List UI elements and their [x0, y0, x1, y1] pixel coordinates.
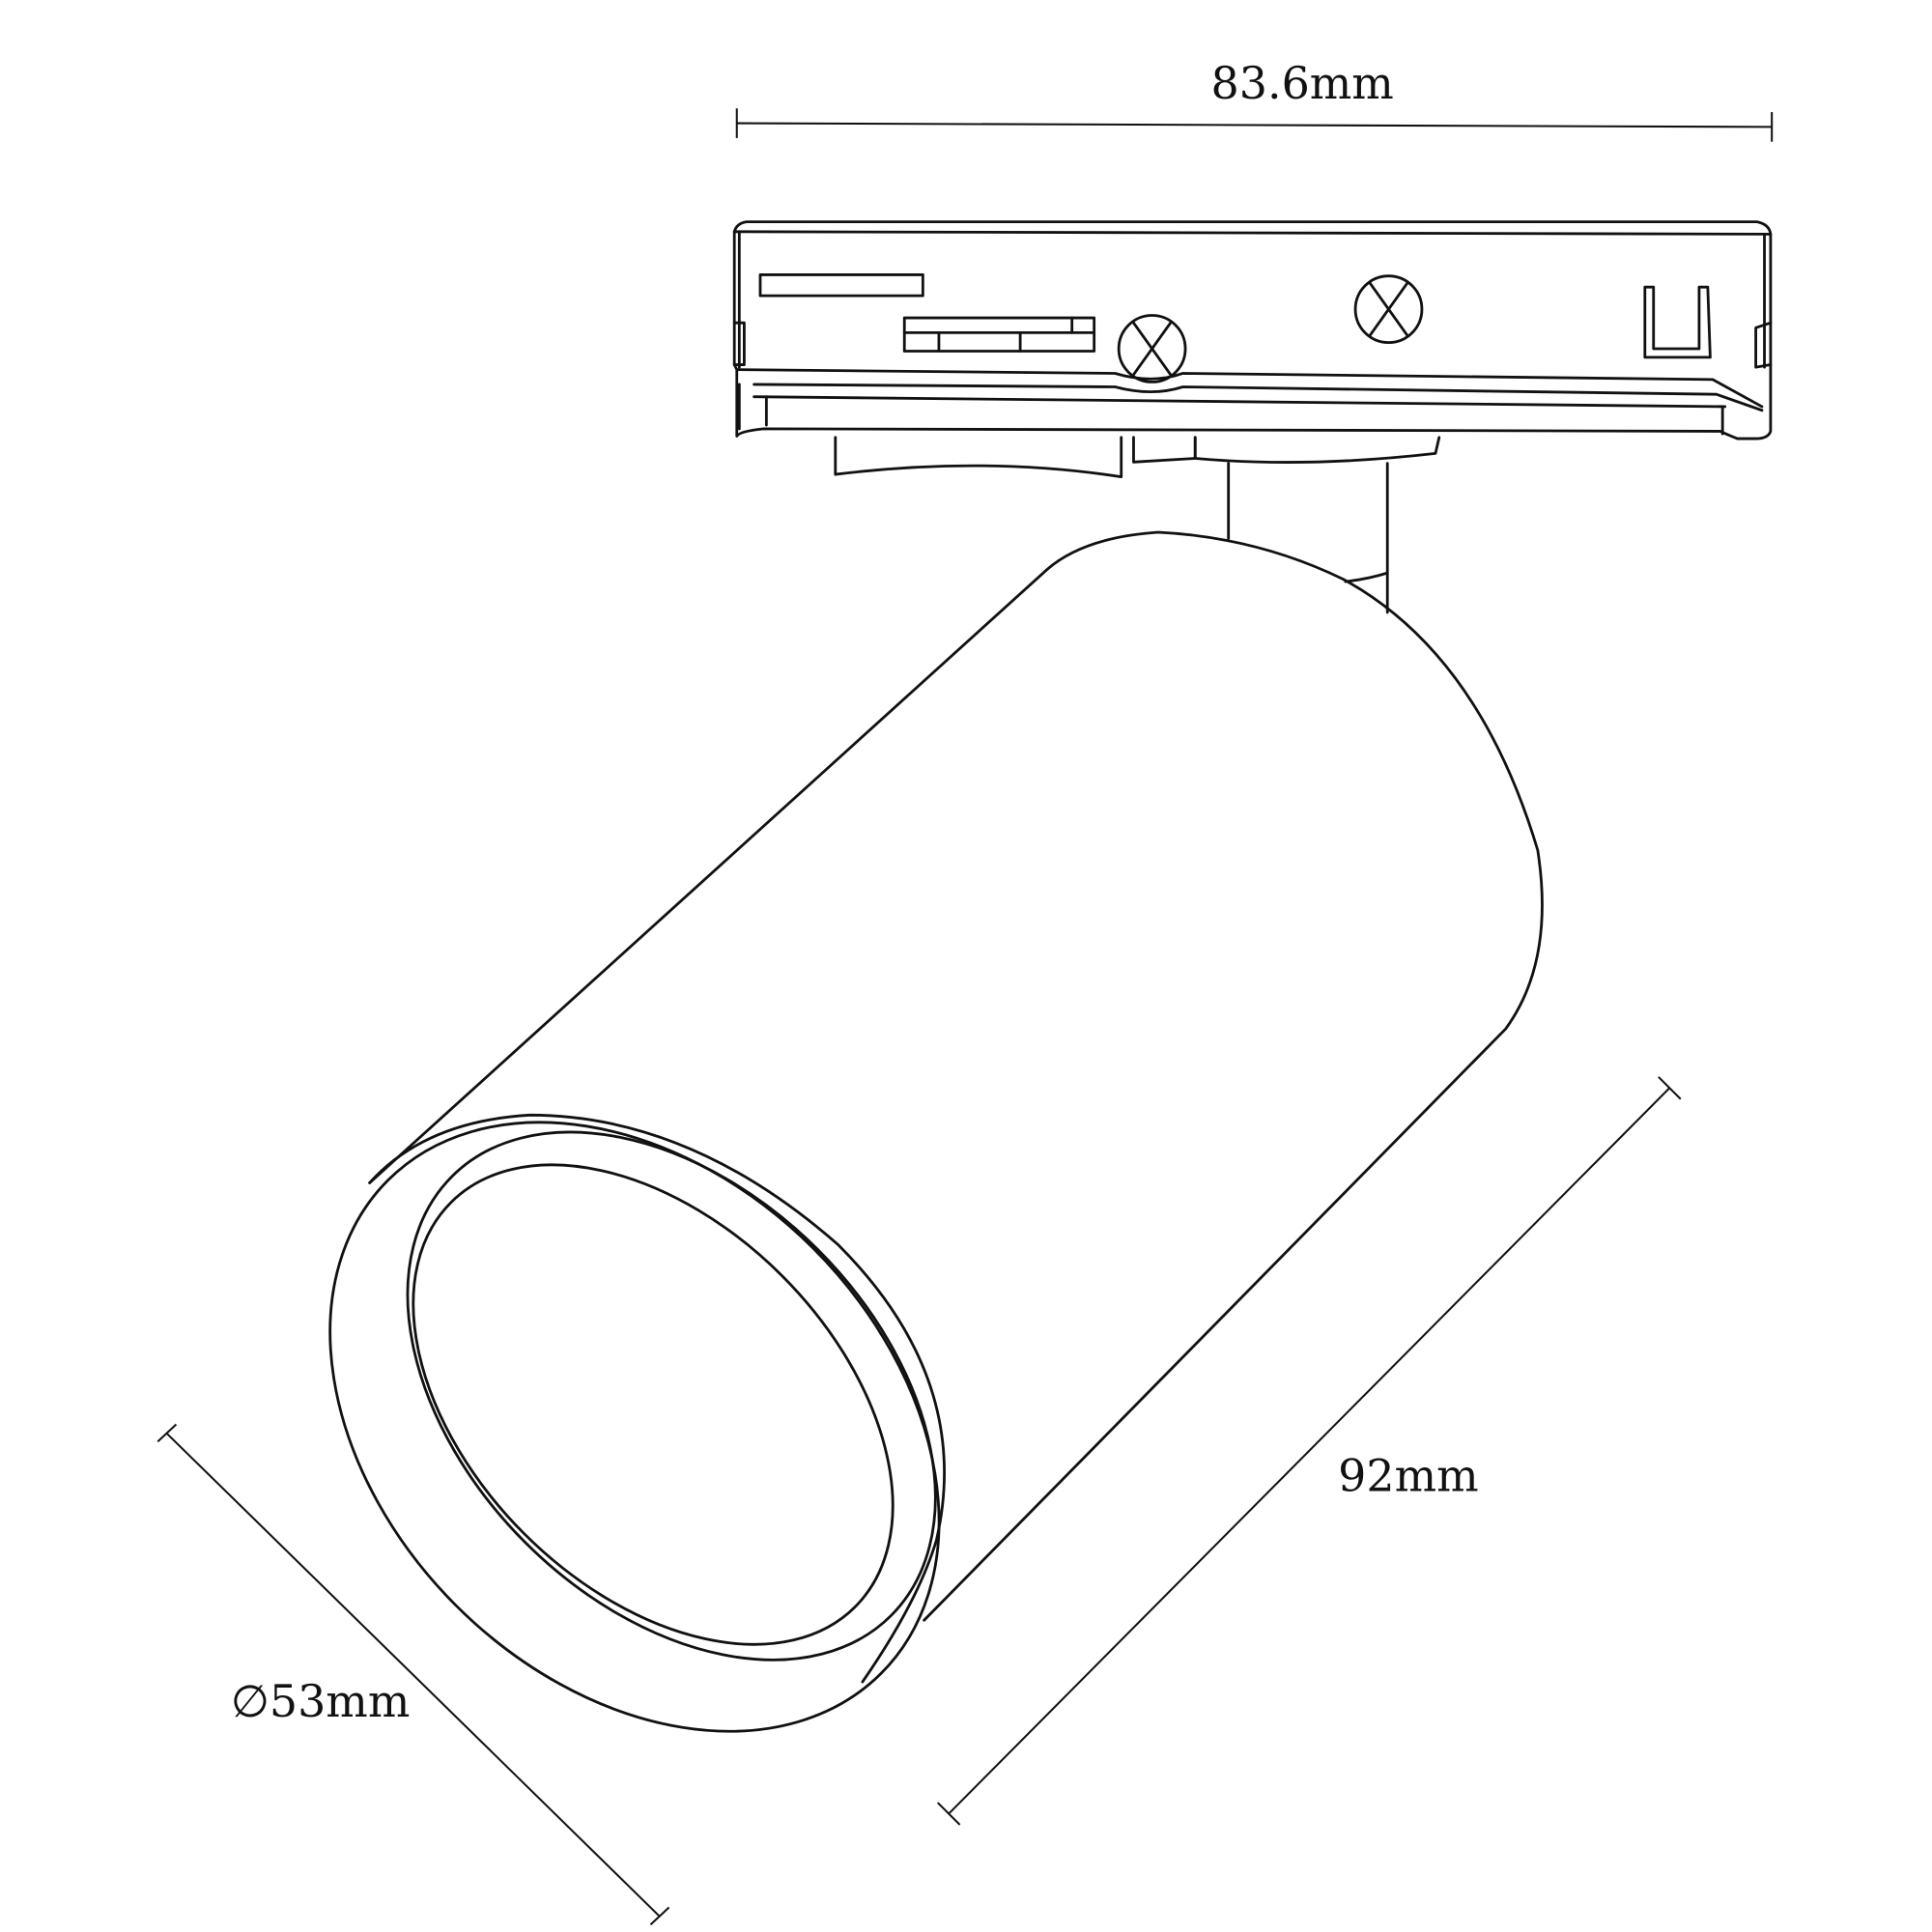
length-label: 92mm — [1338, 1449, 1478, 1501]
width-dimension-line — [736, 122, 1773, 128]
label-slot — [758, 273, 924, 298]
length-dimension-line — [948, 1087, 1671, 1815]
latch-clip — [1643, 285, 1712, 359]
diameter-dimension-line — [165, 1432, 661, 1918]
width-dimension: 83.6mm — [735, 57, 1774, 142]
track-adapter — [732, 220, 1773, 440]
front-rim-outer — [328, 1121, 941, 1733]
screw-icon — [1117, 314, 1187, 384]
mount-bracket — [834, 436, 1441, 614]
lens-opening — [412, 1163, 895, 1646]
diameter-label: ∅53mm — [231, 1675, 410, 1727]
connector-slot — [902, 316, 1096, 353]
diameter-dimension: ∅53mm — [156, 1423, 670, 1926]
width-label: 83.6mm — [1211, 57, 1394, 109]
lens-ring-outer — [406, 1130, 937, 1662]
lamp-body — [328, 530, 1544, 1733]
screw-icon — [1353, 274, 1424, 344]
rim-edge — [368, 1113, 946, 1684]
length-dimension: 92mm — [936, 1076, 1682, 1826]
